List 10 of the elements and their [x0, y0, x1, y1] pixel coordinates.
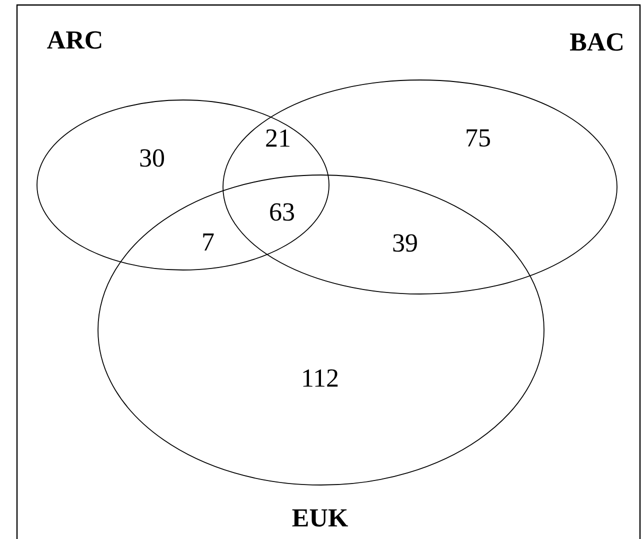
count-label: 112	[303, 369, 338, 387]
set-label: ARC	[47, 31, 102, 49]
count-label: 63	[270, 203, 294, 221]
set-label: BAC	[570, 33, 622, 51]
count-label: 21	[266, 129, 290, 147]
count-label: 39	[393, 234, 417, 252]
set-label: EUK	[292, 509, 348, 527]
count-label: 75	[466, 129, 490, 147]
count-label: 7	[203, 233, 214, 251]
count-label: 30	[140, 149, 164, 167]
